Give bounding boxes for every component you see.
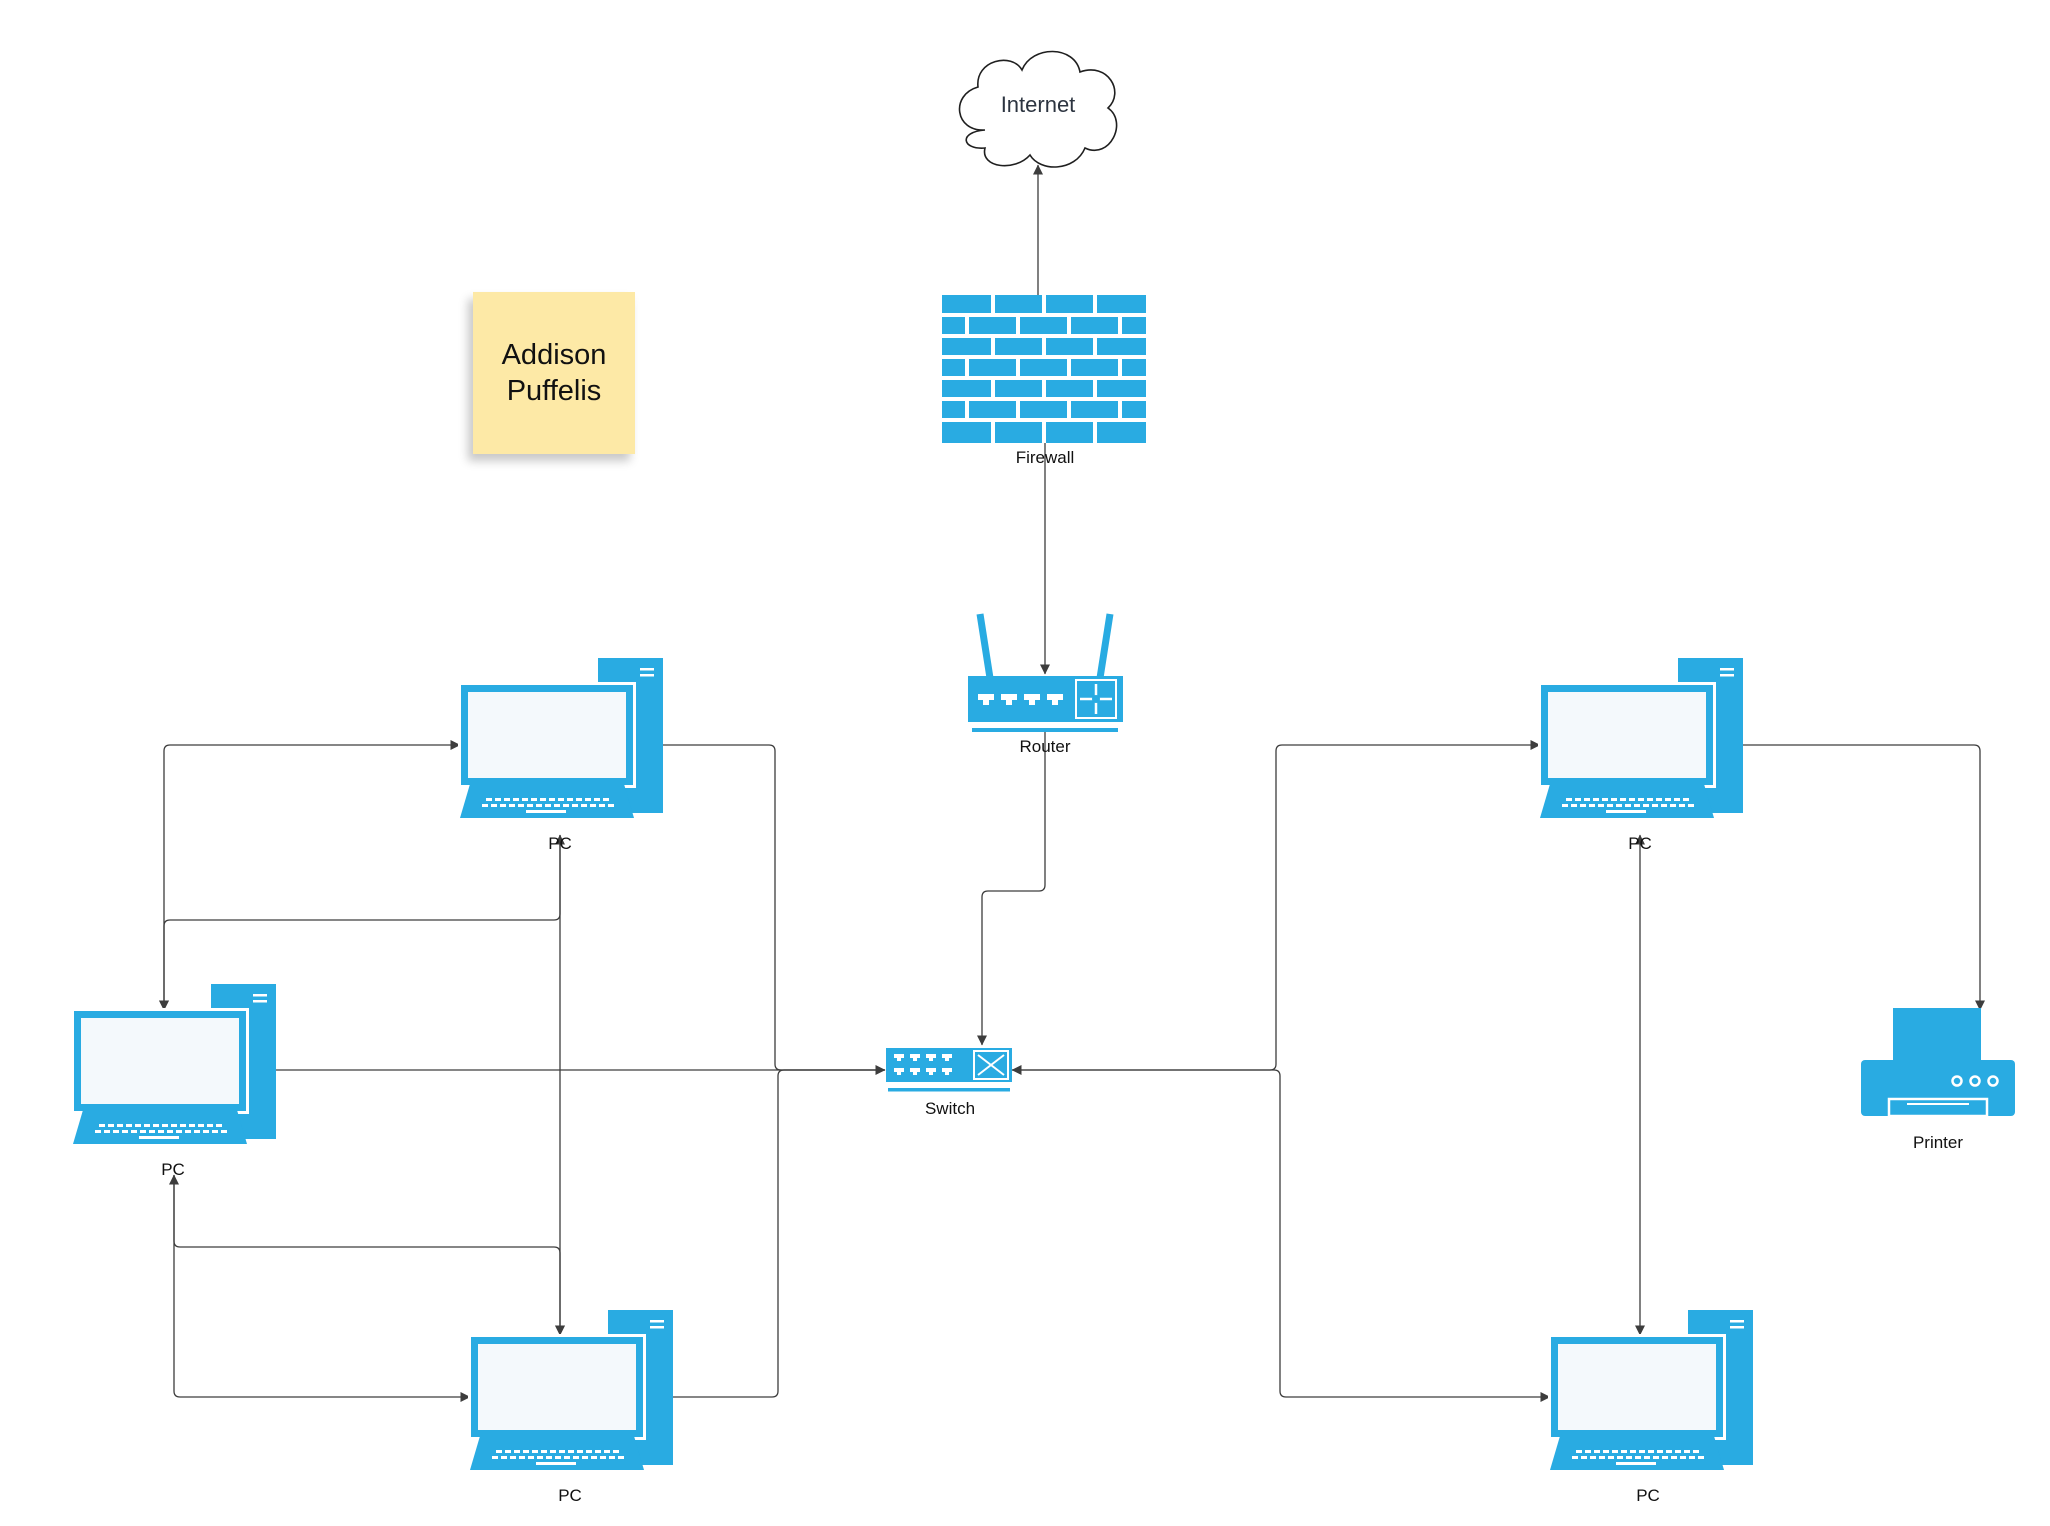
- router-switch-link[interactable]: [977, 728, 1046, 1046]
- switch-pc-bottom-right-link[interactable]: [1012, 1069, 1551, 1402]
- pc-bottom-right-label: PC: [1636, 1486, 1660, 1505]
- desktop-computer-icon: [1548, 1310, 1753, 1470]
- internet-node[interactable]: Internet: [958, 50, 1118, 168]
- pc-bottom-left-label: PC: [558, 1486, 582, 1505]
- pc-top-right-node[interactable]: PC: [1538, 658, 1743, 853]
- printer-label: Printer: [1913, 1133, 1963, 1152]
- pc-top-left-pc-mid-left-link[interactable]: [159, 740, 461, 1011]
- pc-top-left-label: PC: [548, 834, 572, 853]
- desktop-computer-icon: [71, 984, 276, 1144]
- network-switch-icon: [886, 1048, 1012, 1092]
- printer-icon: [1861, 1008, 2015, 1116]
- pc-bottom-left-switch-link[interactable]: [673, 1069, 885, 1398]
- router-node[interactable]: Router: [968, 614, 1123, 756]
- sticky-note-line-1: Addison: [501, 339, 607, 371]
- pc-mid-left-label: PC: [161, 1160, 185, 1179]
- sticky-note-line-2: Puffelis: [506, 375, 602, 407]
- desktop-computer-icon: [458, 658, 663, 818]
- pc-mid-left-pc-bottom-left-link-2[interactable]: [169, 1174, 471, 1402]
- brick-wall-icon: [942, 295, 1146, 443]
- firewall-label: Firewall: [1016, 448, 1075, 467]
- pc-top-left-node[interactable]: PC: [458, 658, 663, 853]
- pc-bottom-left-node[interactable]: PC: [468, 1310, 673, 1505]
- internet-label: Internet: [1001, 92, 1076, 117]
- router-label: Router: [1019, 737, 1070, 756]
- firewall-node[interactable]: Firewall: [942, 295, 1146, 467]
- printer-node[interactable]: Printer: [1861, 1008, 2015, 1152]
- sticky-note[interactable]: Addison Puffelis: [473, 292, 635, 454]
- cloud-icon: [958, 50, 1118, 168]
- switch-label: Switch: [925, 1099, 975, 1118]
- desktop-computer-icon: [468, 1310, 673, 1470]
- pc-mid-left-node[interactable]: PC: [71, 984, 276, 1179]
- desktop-computer-icon: [1538, 658, 1743, 818]
- connectors: [159, 164, 1985, 1402]
- pc-mid-left-pc-bottom-left-link[interactable]: [173, 1175, 565, 1336]
- pc-top-right-printer-link[interactable]: [1743, 744, 1985, 1011]
- pc-top-right-label: PC: [1628, 834, 1652, 853]
- switch-pc-top-right-link[interactable]: [1011, 740, 1541, 1075]
- pc-top-left-switch-link[interactable]: [663, 744, 885, 1071]
- pc-top-left-pc-mid-left-link-2[interactable]: [159, 835, 561, 1011]
- pc-bottom-right-node[interactable]: PC: [1548, 1310, 1753, 1505]
- switch-node[interactable]: Switch: [886, 1048, 1012, 1118]
